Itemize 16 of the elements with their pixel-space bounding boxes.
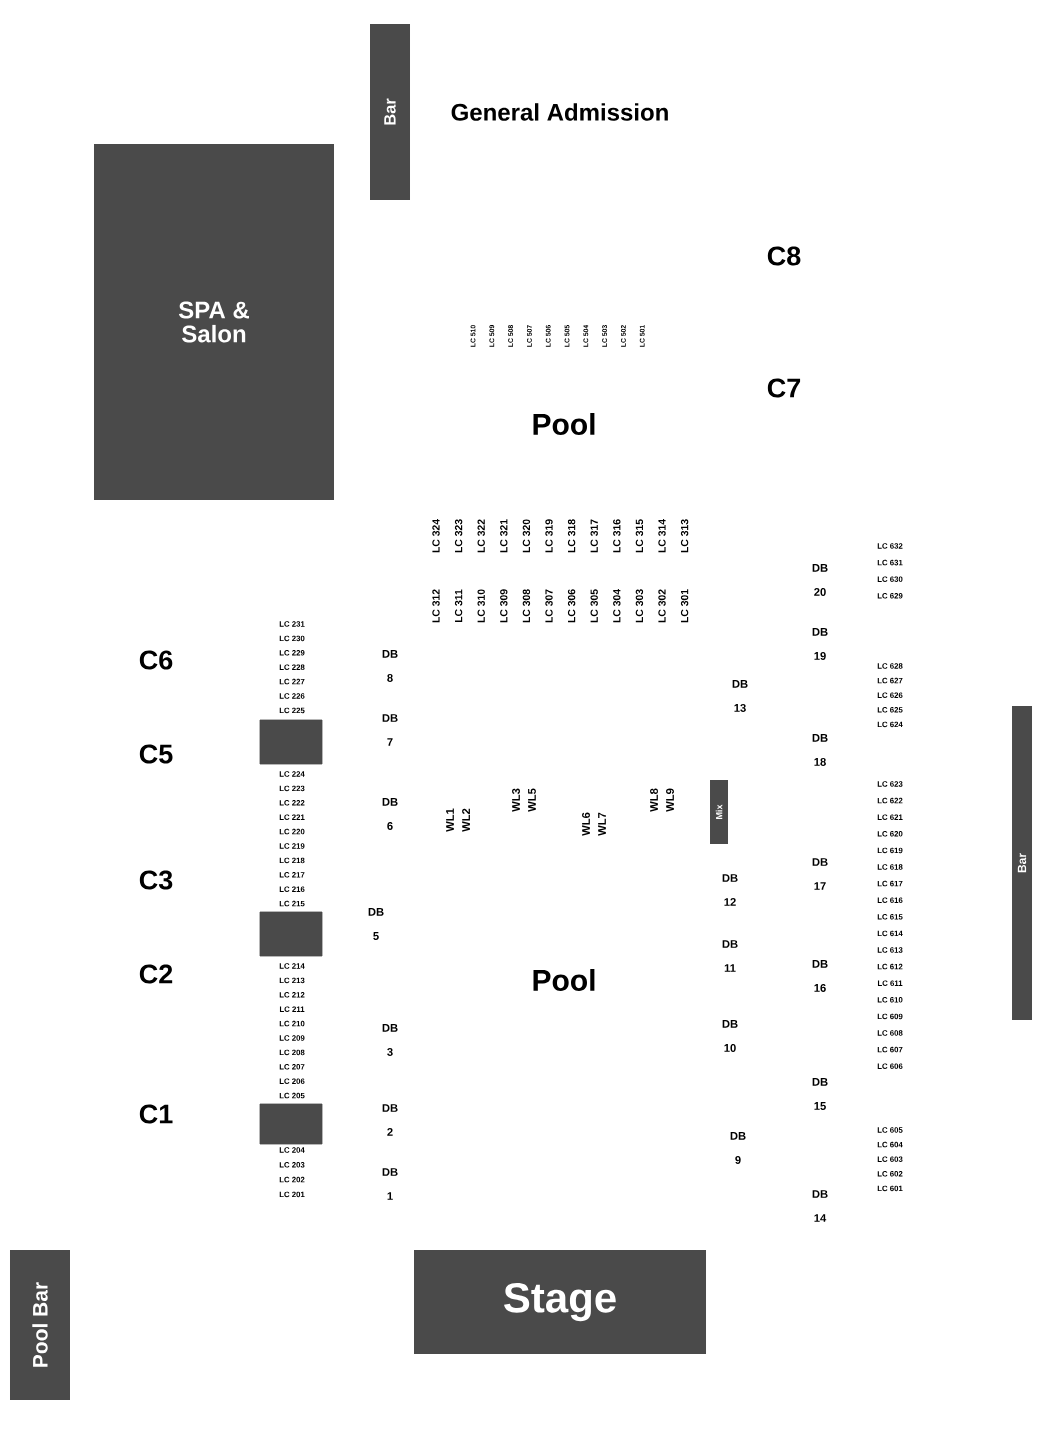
area-label: C6 [139, 650, 173, 670]
area-label: C3 [139, 870, 173, 890]
area-label: C8 [767, 246, 801, 266]
block [259, 1103, 323, 1145]
block [259, 719, 323, 765]
area-label: Pool [533, 969, 595, 991]
area-label: C7 [767, 378, 801, 398]
block [259, 911, 323, 957]
area-label: C2 [139, 964, 173, 984]
area-label: C5 [139, 744, 173, 764]
bar-area: Bar [370, 24, 410, 200]
spa-area: SPA & Salon [94, 144, 334, 500]
area-label: Pool [533, 413, 595, 435]
bar-area: Pool Bar [10, 1250, 70, 1400]
area-label: C1 [139, 1104, 173, 1124]
stage-area: Stage [414, 1250, 706, 1354]
